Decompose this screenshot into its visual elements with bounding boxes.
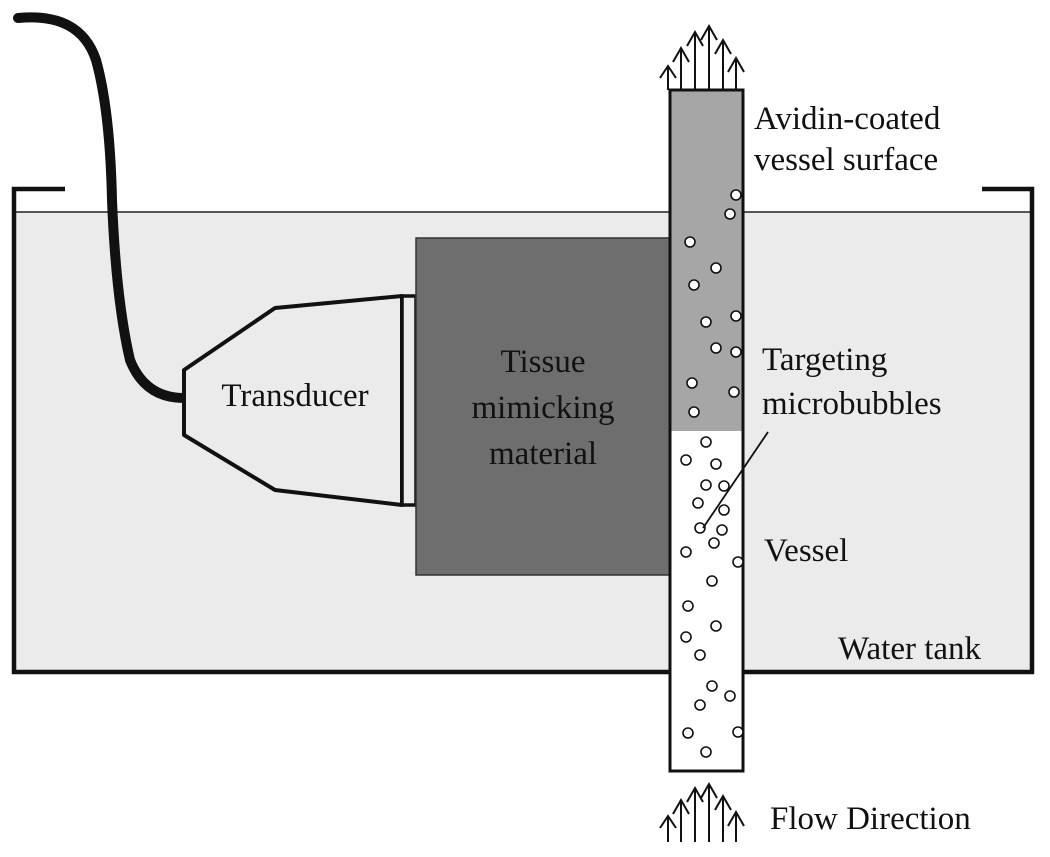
- microbubble: [692, 497, 704, 509]
- microbubble: [732, 726, 744, 738]
- transducer: [182, 294, 418, 507]
- microbubble: [700, 316, 712, 328]
- vessel-outline: [668, 88, 745, 773]
- microbubble: [694, 699, 706, 711]
- microbubbles: [680, 189, 744, 758]
- microbubble: [682, 600, 694, 612]
- transducer-face: [400, 294, 418, 507]
- flow-arrows-bottom-icon: [659, 781, 745, 842]
- microbubble: [710, 620, 722, 632]
- microbubbles-leader-line: [702, 431, 769, 529]
- microbubble: [730, 189, 742, 201]
- microbubble: [700, 479, 712, 491]
- microbubble: [716, 524, 728, 536]
- label-flow-direction: Flow Direction: [770, 801, 971, 837]
- microbubble: [686, 377, 698, 389]
- tank-wall: [11, 186, 1035, 675]
- coated-vessel-surface: [670, 90, 743, 431]
- microbubble: [706, 575, 718, 587]
- microbubble: [710, 342, 722, 354]
- label-vessel: Vessel: [764, 533, 848, 569]
- flow-arrows-top-icon: [659, 23, 745, 90]
- microbubble: [688, 406, 700, 418]
- tissue-block: [415, 237, 671, 576]
- label-avidin-line2: vessel surface: [754, 142, 938, 178]
- microbubble: [680, 546, 692, 558]
- label-tissue-line1: Tissue: [501, 344, 586, 380]
- microbubble: [710, 458, 722, 470]
- microbubble: [728, 386, 740, 398]
- transducer-cable: [13, 12, 189, 403]
- microbubble: [688, 279, 700, 291]
- microbubble: [708, 537, 720, 549]
- microbubble: [680, 454, 692, 466]
- microbubble: [694, 649, 706, 661]
- microbubble: [710, 262, 722, 274]
- microbubble: [680, 631, 692, 643]
- microbubble: [700, 436, 712, 448]
- microbubble: [682, 727, 694, 739]
- microbubble: [724, 690, 736, 702]
- microbubble: [700, 746, 712, 758]
- microbubble: [718, 504, 730, 516]
- microbubble: [724, 208, 736, 220]
- microbubble: [732, 556, 744, 568]
- microbubble: [730, 310, 742, 322]
- microbubble: [706, 680, 718, 692]
- microbubble: [730, 346, 742, 358]
- microbubble: [684, 236, 696, 248]
- microbubble: [694, 522, 706, 534]
- label-avidin-line1: Avidin-coated: [754, 101, 941, 137]
- label-tissue-line2: mimicking: [472, 390, 615, 426]
- label-water-tank: Water tank: [838, 631, 982, 667]
- label-tissue-line3: material: [489, 436, 597, 472]
- microbubble: [718, 480, 730, 492]
- label-transducer: Transducer: [221, 378, 368, 414]
- label-targeting-line1: Targeting: [762, 342, 887, 378]
- label-targeting-line2: microbubbles: [762, 386, 942, 422]
